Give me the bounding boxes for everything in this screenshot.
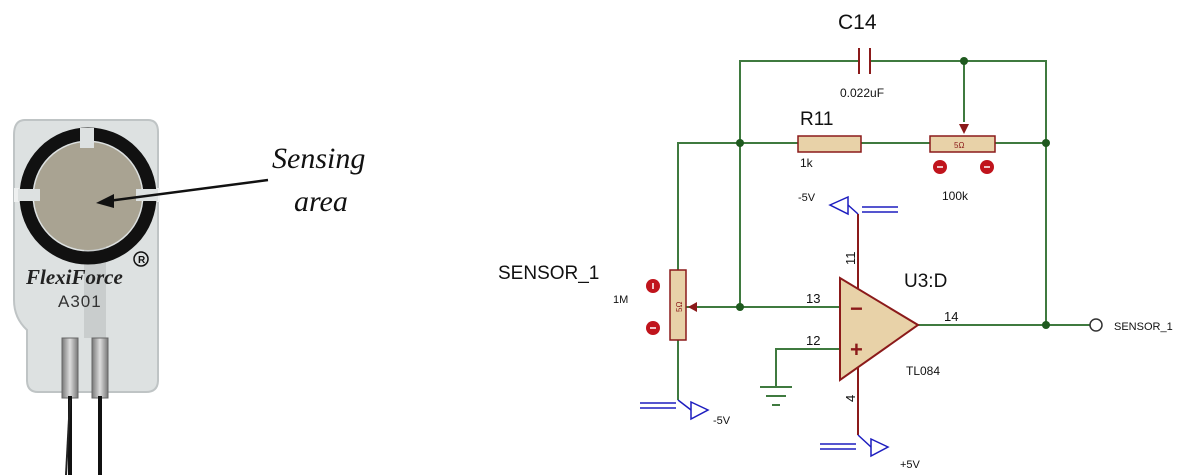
wire-feedback-cap-loop bbox=[739, 60, 858, 307]
wire-sensor-top bbox=[677, 142, 798, 270]
schematic: C14 0.022uF R11 1k 5Ω 100k 5Ω SENSOR_1 bbox=[498, 11, 1173, 471]
pin-number-noninverting: 12 bbox=[806, 333, 820, 348]
flexiforce-sensor-photo: R FlexiForce A301 bbox=[13, 119, 160, 475]
lead-wire-left-fanout bbox=[65, 399, 71, 475]
opamp-minus-sign: − bbox=[850, 296, 863, 321]
opamp-ref-label: U3:D bbox=[904, 271, 947, 292]
power-flag bbox=[690, 400, 710, 421]
trim-pot-value-label: 100k bbox=[942, 189, 969, 203]
sensor-pot-body bbox=[669, 269, 687, 341]
trim-pot-marking: 5Ω bbox=[954, 141, 964, 150]
trim-potentiometer: 5Ω bbox=[929, 124, 996, 174]
trim-pot-wiper-arrow bbox=[959, 124, 969, 134]
connector-pin-left bbox=[61, 337, 79, 399]
resistor-r11 bbox=[797, 135, 862, 153]
sensor-pot-wiper-arrow bbox=[688, 302, 697, 312]
callout-arrowhead bbox=[96, 194, 114, 208]
opamp-part-label: TL084 bbox=[906, 364, 940, 378]
resistor-ref-label: R11 bbox=[800, 109, 833, 130]
supply-label-bottom-left: -5V bbox=[713, 415, 731, 427]
opamp-plus-sign: + bbox=[850, 337, 863, 362]
sensing-disc bbox=[34, 142, 142, 250]
trim-pot-body bbox=[929, 135, 996, 153]
capacitor-ref-label: C14 bbox=[838, 11, 877, 34]
pin-number-output: 14 bbox=[944, 309, 958, 324]
ground-symbol bbox=[760, 386, 792, 406]
callout-arrow-line bbox=[107, 178, 269, 203]
ring-gap-top bbox=[80, 128, 94, 148]
wire-noninverting-input bbox=[775, 348, 840, 386]
junction-dot bbox=[1042, 139, 1050, 147]
capacitor-c14 bbox=[858, 48, 871, 74]
junction-dot bbox=[960, 57, 968, 65]
connector-pin-right bbox=[91, 337, 109, 399]
pin-number-vpos: 4 bbox=[843, 395, 858, 402]
junction-dot bbox=[736, 139, 744, 147]
output-terminal-label: SENSOR_1 bbox=[1114, 321, 1173, 333]
power-symbol-bottom bbox=[820, 434, 890, 458]
power-flag bbox=[828, 195, 849, 216]
wire-cap-right bbox=[871, 60, 1047, 325]
power-flag-stem bbox=[677, 399, 692, 411]
sensor-value-label: 1M bbox=[613, 294, 628, 306]
registered-mark: R bbox=[138, 255, 146, 266]
power-symbol-top bbox=[828, 195, 898, 216]
junction-dot bbox=[736, 303, 744, 311]
resistor-value-label: 1k bbox=[800, 156, 814, 170]
registered-mark-circle bbox=[133, 251, 149, 267]
supply-label-top: -5V bbox=[798, 192, 816, 204]
ring-gap-left bbox=[18, 189, 40, 201]
callout-label-line2: area bbox=[294, 185, 348, 218]
pin-number-vneg: 11 bbox=[843, 252, 858, 266]
supply-label-bottom: +5V bbox=[900, 459, 921, 471]
power-flag bbox=[870, 437, 890, 458]
callout-label-line1: Sensing bbox=[272, 142, 365, 175]
sensor-potentiometer: 5Ω bbox=[646, 269, 697, 341]
brand-label: FlexiForce bbox=[25, 265, 123, 289]
model-label: A301 bbox=[58, 292, 102, 311]
wires bbox=[677, 60, 1090, 400]
capacitor-value-label: 0.022uF bbox=[840, 86, 884, 100]
sensor-pot-marking: 5Ω bbox=[675, 302, 684, 312]
opamp-u3d: − + bbox=[839, 214, 920, 435]
output-terminal bbox=[1089, 318, 1103, 332]
junctions bbox=[736, 57, 1050, 329]
junction-dot bbox=[1042, 321, 1050, 329]
power-symbol-bottom-left bbox=[640, 399, 710, 421]
sensor-ref-label: SENSOR_1 bbox=[498, 263, 599, 284]
sensing-area-callout: Sensing area bbox=[96, 142, 365, 218]
power-flag-stem bbox=[857, 434, 872, 448]
power-flag-stem bbox=[847, 204, 859, 215]
opamp-triangle bbox=[839, 276, 920, 382]
pin-number-inverting: 13 bbox=[806, 291, 820, 306]
